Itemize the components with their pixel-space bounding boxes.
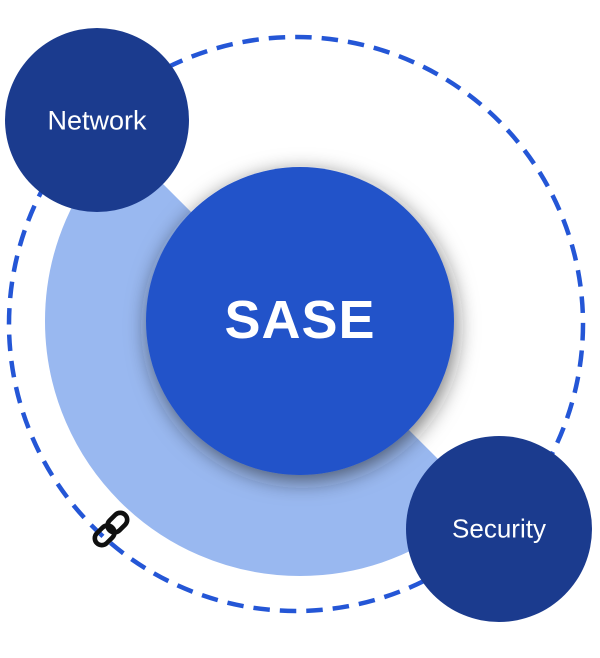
security-label: Security — [452, 513, 546, 544]
sase-label: SASE — [224, 290, 376, 350]
network-circle — [5, 28, 189, 212]
sase-circle — [146, 167, 454, 475]
connector-arc — [45, 140, 481, 576]
security-circle — [406, 436, 592, 622]
link-icon — [92, 510, 130, 548]
network-label: Network — [47, 105, 147, 136]
orbit-dashed-ring — [6, 34, 586, 614]
